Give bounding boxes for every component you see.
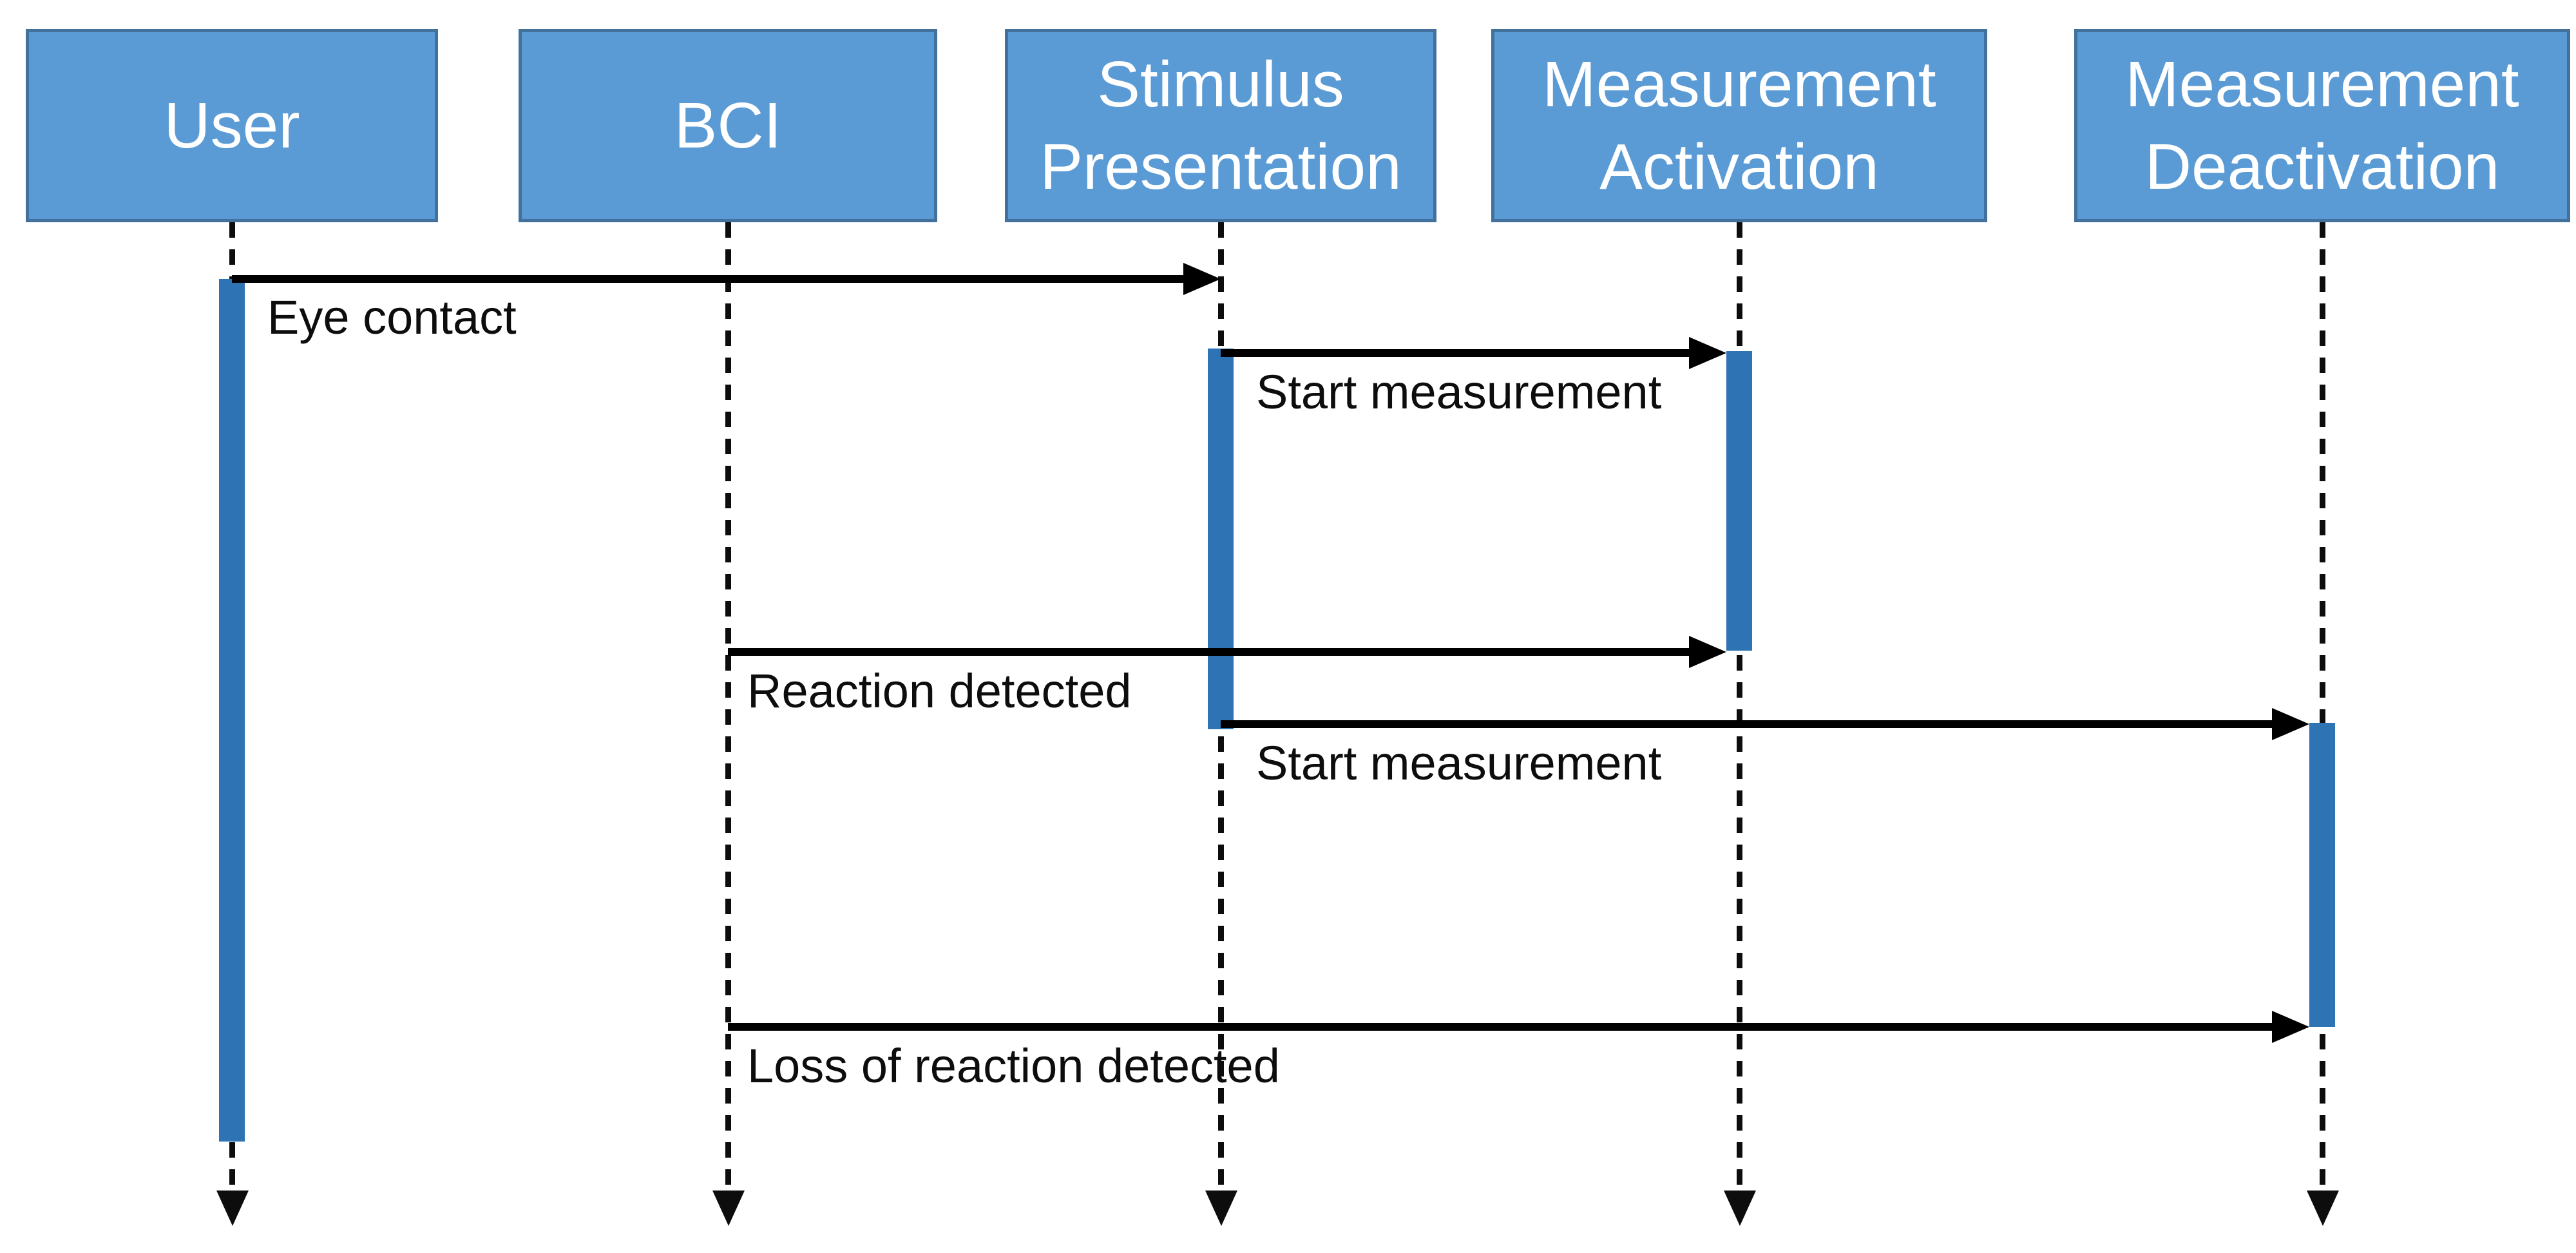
actor-box-measurement-activation: Measurement Activation xyxy=(1491,29,1987,222)
message-arrowhead-icon xyxy=(2272,1011,2309,1043)
activation-bar-measurement-activation xyxy=(1726,351,1752,651)
actor-box-user: User xyxy=(26,29,438,222)
lifeline-measurement-activation xyxy=(1737,222,1742,1192)
lifeline-measurement-deactivation xyxy=(2320,222,2325,1192)
actor-label-measurement-deactivation: Measurement Deactivation xyxy=(2125,48,2519,203)
message-label-start-measurement-2: Start measurement xyxy=(1256,736,1662,790)
lifeline-arrow-down-icon xyxy=(1205,1191,1237,1226)
message-label-loss-of-reaction-detected: Loss of reaction detected xyxy=(747,1039,1280,1093)
actor-label-bci: BCI xyxy=(674,90,782,162)
actor-box-bci: BCI xyxy=(519,29,937,222)
message-arrowhead-icon xyxy=(1689,636,1726,668)
message-label-eye-contact: Eye contact xyxy=(267,291,517,344)
actor-box-stimulus-presentation: Stimulus Presentation xyxy=(1005,29,1436,222)
lifeline-arrow-down-icon xyxy=(1724,1191,1756,1226)
message-arrowhead-icon xyxy=(1689,337,1726,369)
message-line-loss-of-reaction-detected xyxy=(728,1023,2275,1031)
actor-label-user: User xyxy=(164,90,300,162)
message-line-start-measurement-2 xyxy=(1221,720,2275,728)
actor-label-measurement-activation: Measurement Activation xyxy=(1542,48,1936,203)
lifeline-arrow-down-icon xyxy=(216,1191,249,1226)
activation-bar-measurement-deactivation xyxy=(2309,723,2335,1027)
lifeline-arrow-down-icon xyxy=(712,1191,745,1226)
message-line-reaction-detected xyxy=(728,648,1692,656)
activation-bar-stimulus-presentation xyxy=(1208,349,1234,729)
actor-label-stimulus-presentation: Stimulus Presentation xyxy=(1040,48,1402,203)
actor-box-measurement-deactivation: Measurement Deactivation xyxy=(2074,29,2570,222)
message-arrowhead-icon xyxy=(2272,708,2309,740)
message-arrowhead-icon xyxy=(1183,263,1221,295)
lifeline-arrow-down-icon xyxy=(2307,1191,2339,1226)
message-label-start-measurement-1: Start measurement xyxy=(1256,365,1662,419)
activation-bar-user xyxy=(219,279,245,1142)
message-line-start-measurement-1 xyxy=(1221,349,1692,357)
lifeline-bci xyxy=(725,222,731,1192)
message-label-reaction-detected: Reaction detected xyxy=(747,664,1132,718)
message-line-eye-contact xyxy=(232,275,1187,283)
